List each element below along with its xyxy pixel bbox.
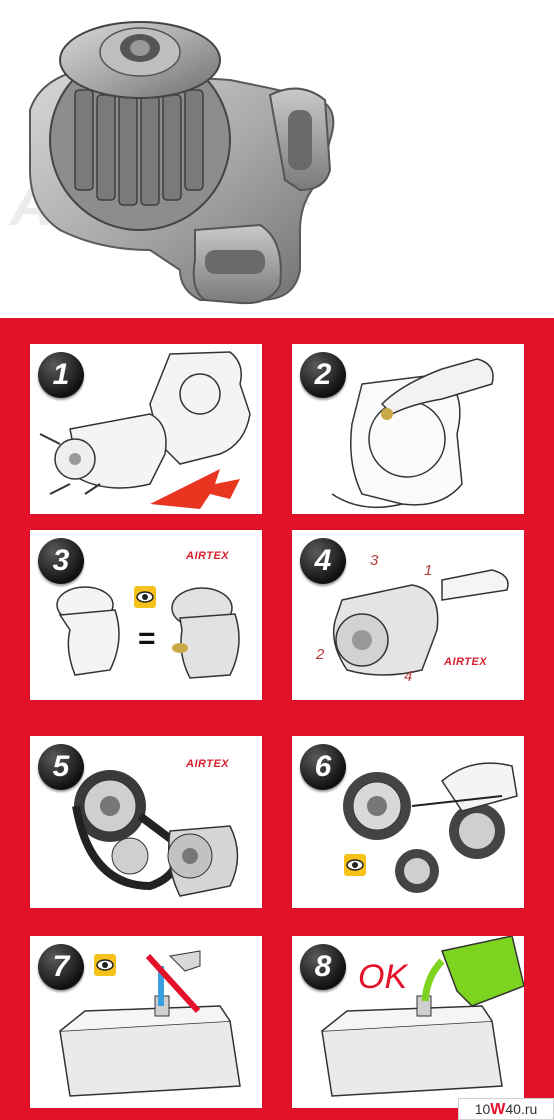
step-6-panel: 6 bbox=[292, 736, 524, 908]
step-4-panel: 4 3 1 2 4 AIRTEX bbox=[292, 530, 524, 700]
water-pump-photo: A X bbox=[0, 0, 554, 318]
water-pump-image: A X bbox=[8, 21, 335, 305]
step-1-panel: 1 bbox=[30, 344, 262, 514]
step-number-badge: 5 bbox=[38, 744, 84, 790]
bolt-order-label: 2 bbox=[316, 646, 325, 663]
equals-sign: = bbox=[138, 622, 156, 655]
eye-warning-icon bbox=[94, 954, 116, 976]
step-number-badge: 4 bbox=[300, 538, 346, 584]
step-number-badge: 1 bbox=[38, 352, 84, 398]
ok-label: OK bbox=[358, 958, 408, 996]
step-number-badge: 2 bbox=[300, 352, 346, 398]
bolt-order-label: 3 bbox=[370, 552, 379, 569]
eye-warning-icon bbox=[344, 854, 366, 876]
step-5-panel: 5 AIRTEX bbox=[30, 736, 262, 908]
step-8-panel: 8 OK bbox=[292, 936, 524, 1108]
step-number-badge: 8 bbox=[300, 944, 346, 990]
no-water-icon bbox=[145, 953, 201, 1014]
step-7-illustration bbox=[59, 950, 241, 1097]
step-3-illustration: = bbox=[56, 586, 240, 679]
coolant-bottle-icon bbox=[440, 936, 524, 1007]
step-6-illustration bbox=[343, 762, 518, 893]
watermark-suffix: 40.ru bbox=[505, 1101, 538, 1117]
step-3-panel: 3 AIRTEX = bbox=[30, 530, 262, 700]
site-watermark: 10W40.ru bbox=[458, 1098, 554, 1120]
bolt-order-label: 4 bbox=[404, 668, 413, 685]
water-stream bbox=[158, 966, 164, 1006]
watermark-mid: W bbox=[490, 1101, 506, 1118]
eye-warning-icon bbox=[134, 586, 156, 608]
airtex-logo: AIRTEX bbox=[444, 656, 488, 668]
step-7-panel: 7 bbox=[30, 936, 262, 1108]
airtex-logo: AIRTEX bbox=[186, 550, 230, 562]
instructions-section: 1 2 3 AIRTEX bbox=[0, 318, 554, 1120]
step-8-illustration bbox=[321, 936, 524, 1097]
step-2-illustration bbox=[331, 358, 494, 509]
watermark-prefix: 10 bbox=[474, 1101, 491, 1117]
airtex-logo: AIRTEX bbox=[186, 758, 230, 770]
step-2-panel: 2 bbox=[292, 344, 524, 514]
step-number-badge: 3 bbox=[38, 538, 84, 584]
arrow-icon bbox=[150, 469, 240, 509]
step-5-illustration bbox=[72, 770, 239, 897]
bolt-order-label: 1 bbox=[424, 562, 433, 579]
step-4-illustration bbox=[332, 569, 509, 676]
step-number-badge: 6 bbox=[300, 744, 346, 790]
step-1-illustration bbox=[39, 351, 251, 509]
step-number-badge: 7 bbox=[38, 944, 84, 990]
